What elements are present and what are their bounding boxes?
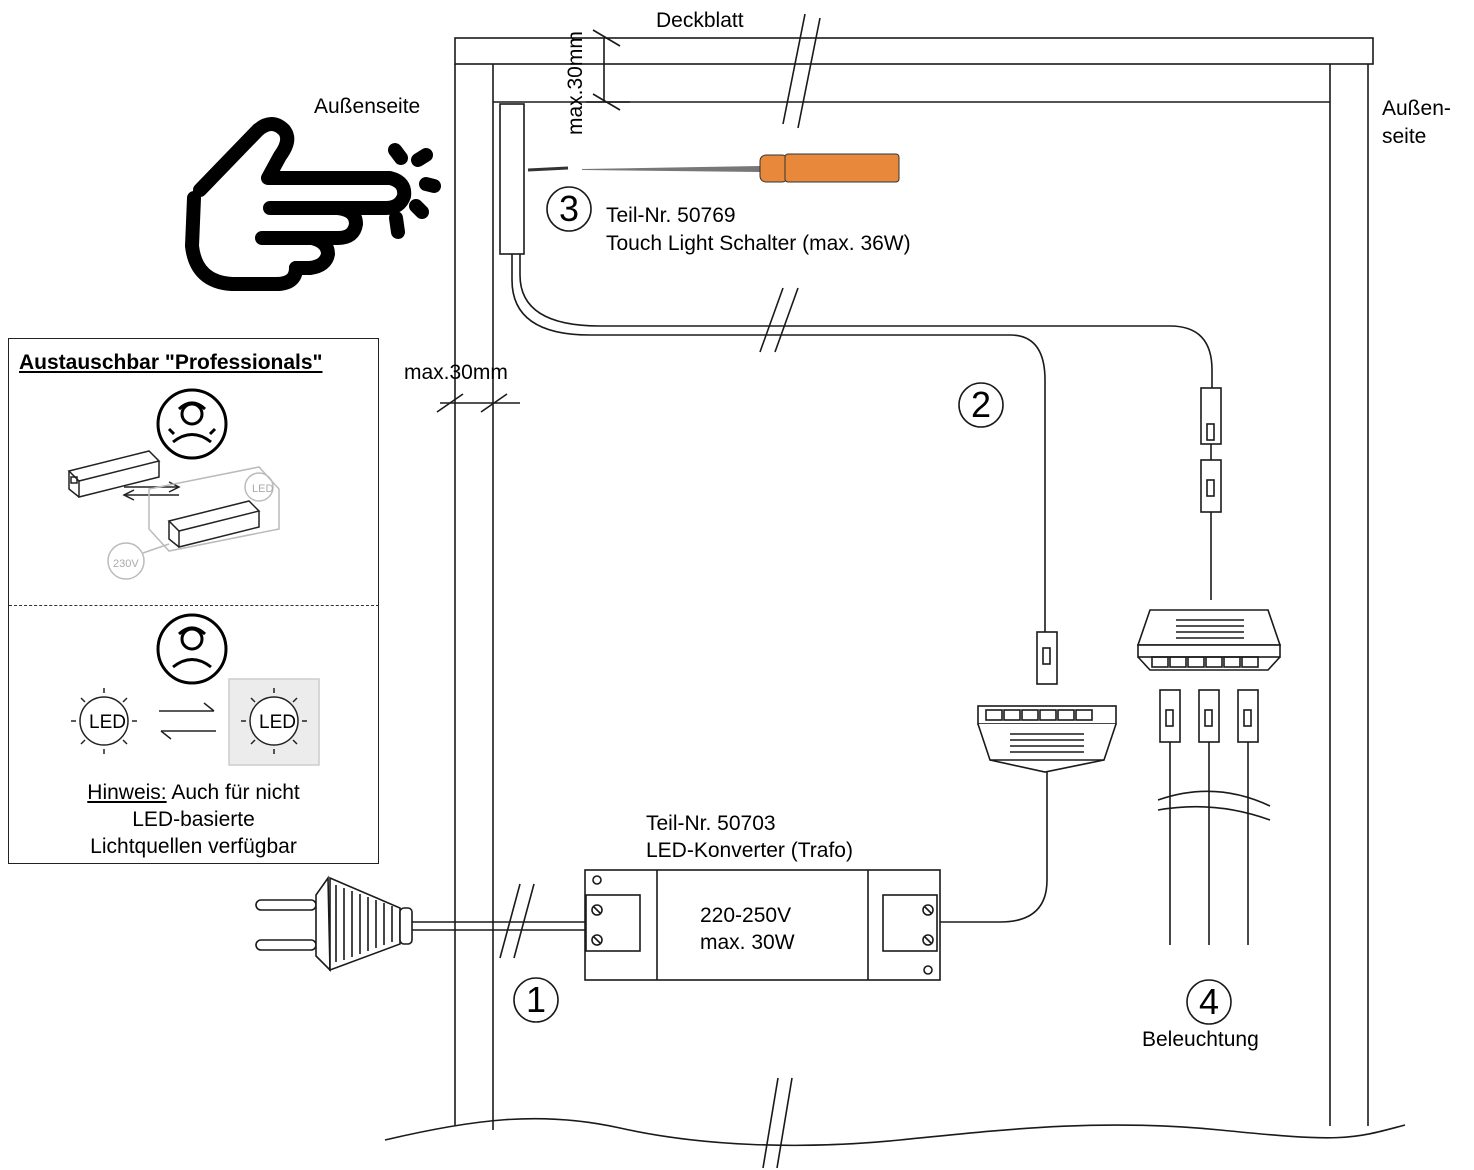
deckblatt-label: Deckblatt — [656, 9, 744, 32]
touch-switch — [499, 103, 525, 255]
step-circle-2 — [958, 382, 1004, 428]
converter-voltage: 220-250V — [700, 904, 792, 927]
converter-power: max. 30W — [700, 931, 795, 954]
top-board — [454, 37, 1374, 65]
technician-icon-2 — [156, 613, 228, 685]
led-small-label: LED — [252, 483, 273, 495]
led-leads — [1157, 689, 1271, 945]
hint-line-3: Lichtquellen verfügbar — [90, 835, 297, 858]
converter-part-number: Teil-Nr. 50703 — [646, 812, 776, 835]
info-box-title: Austauschbar "Professionals" — [19, 351, 323, 374]
aussenseite-right-label-1: Außen- — [1382, 97, 1451, 120]
step-number-4: 4 — [1198, 981, 1220, 1022]
switch-name: Touch Light Schalter (max. 36W) — [606, 232, 911, 255]
hint-line-1: Hinweis: Auch für nicht — [9, 779, 378, 806]
aussenseite-right-label-2: seite — [1382, 125, 1427, 148]
led-right-label: LED — [259, 712, 296, 733]
distributor-icon — [977, 705, 1117, 773]
step-number-2: 2 — [970, 384, 992, 425]
transformer-illustration — [67, 450, 181, 501]
led-icon-2 — [228, 678, 320, 766]
screwdriver-icon — [527, 153, 900, 183]
info-box-divider — [9, 605, 379, 606]
hint-text-1: Auch für nicht — [166, 781, 300, 804]
step-circle-4 — [1186, 979, 1232, 1025]
swap-arrows-icon — [159, 702, 216, 740]
label-230v: 230V — [113, 558, 139, 570]
info-box: Austauschbar "Professionals" LED 230V — [8, 338, 379, 864]
plug-icon — [255, 875, 413, 972]
led-icon — [71, 688, 137, 754]
floor-line — [384, 1117, 1406, 1147]
converter-name: LED-Konverter (Trafo) — [646, 839, 853, 862]
beleuchtung-label: Beleuchtung — [1142, 1028, 1259, 1051]
info-box-illustration: LED 230V — [67, 388, 320, 766]
hint-prefix: Hinweis: — [87, 781, 167, 804]
touch-hand-icon — [185, 117, 441, 291]
led-converter — [584, 869, 941, 981]
distributor-right-icon — [1136, 609, 1282, 671]
aussenseite-left-label: Außenseite — [314, 95, 421, 118]
step-number-3: 3 — [558, 188, 580, 229]
led-left-label: LED — [89, 712, 126, 733]
step-circle-1 — [513, 977, 559, 1023]
step-number-1: 1 — [525, 979, 547, 1020]
max-top-dimension: max.30mm — [564, 31, 587, 135]
technician-icon — [156, 388, 228, 460]
max-side-dimension: max.30mm — [404, 361, 508, 384]
step-circle-3 — [546, 186, 592, 232]
hint-line-2: LED-basierte — [132, 808, 255, 831]
switch-part-number: Teil-Nr. 50769 — [606, 204, 736, 227]
